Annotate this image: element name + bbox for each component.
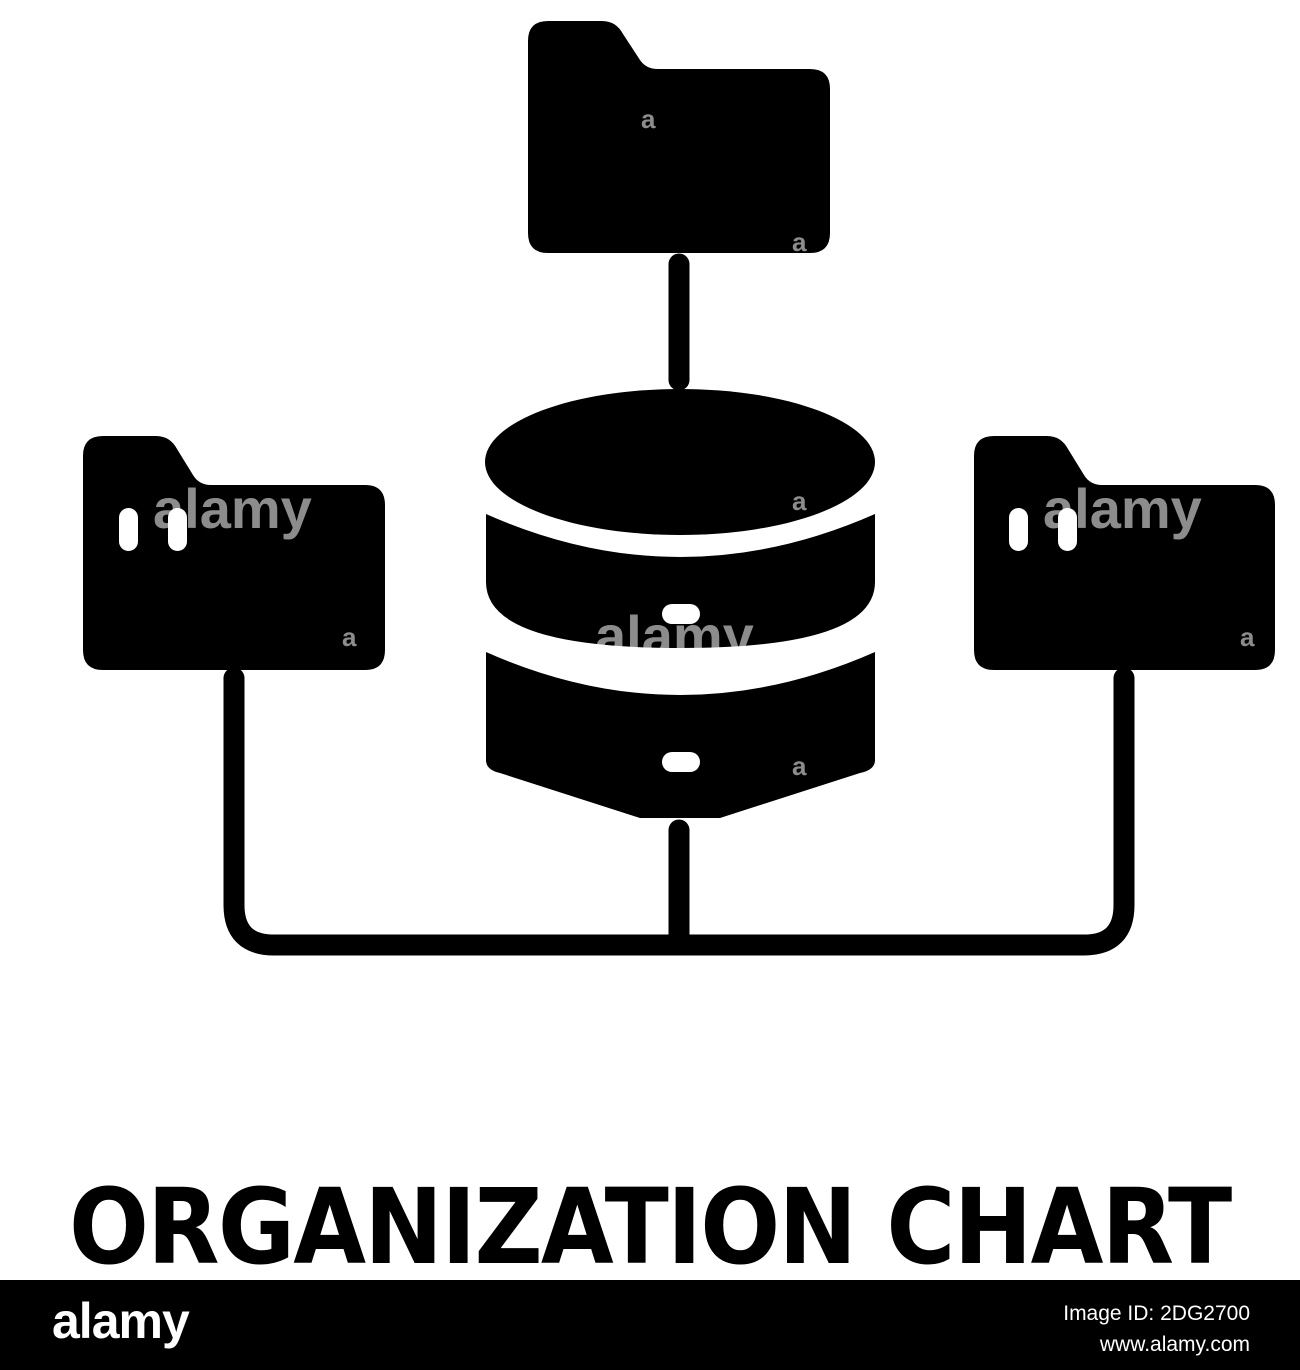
- folder-slot: [168, 508, 187, 551]
- watermark-text: alamy: [153, 477, 312, 540]
- watermark-text: alamy: [1043, 477, 1202, 540]
- database-band-middle: [486, 514, 875, 648]
- footer-bar: alamy Image ID: 2DG2700 www.alamy.com: [0, 1280, 1300, 1370]
- footer-logo: alamy: [52, 1293, 190, 1349]
- folder-slot: [119, 508, 138, 551]
- organization-chart-icon: alamy alamy alamy a a a a a a: [83, 21, 1275, 956]
- folder-icon: [83, 436, 385, 670]
- watermark-layer: alamy alamy alamy a a a a a a: [153, 104, 1255, 781]
- caption-title: ORGANIZATION CHART: [69, 1166, 1232, 1288]
- watermark-mark: a: [792, 751, 807, 781]
- connector-lines: [223, 253, 1135, 956]
- folder-slot: [1009, 508, 1028, 551]
- watermark-mark: a: [792, 227, 807, 257]
- watermark-mark: a: [342, 622, 357, 652]
- database-icon: [485, 389, 875, 818]
- database-band-lower: [486, 652, 875, 818]
- folder-icon: [528, 21, 830, 253]
- folder-slot: [1058, 508, 1077, 551]
- database-top: [485, 389, 875, 535]
- watermark-mark: a: [641, 104, 656, 134]
- watermark-mark: a: [792, 486, 807, 516]
- watermark-mark: a: [1240, 622, 1255, 652]
- footer-url: www.alamy.com: [1099, 1333, 1250, 1356]
- caption: ORGANIZATION CHART: [0, 1172, 1300, 1282]
- footer-image-id: Image ID: 2DG2700: [1063, 1302, 1250, 1325]
- database-indicator: [662, 752, 700, 772]
- watermark-text: alamy: [595, 604, 754, 667]
- database-indicator: [662, 604, 700, 624]
- folder-icon: [974, 436, 1275, 670]
- footer-info: Image ID: 2DG2700 www.alamy.com: [1063, 1298, 1250, 1360]
